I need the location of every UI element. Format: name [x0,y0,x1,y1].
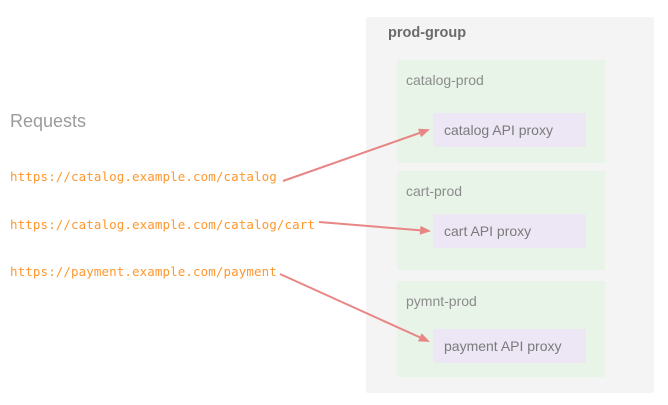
api-proxy-label: catalog API proxy [444,122,553,138]
environment-name: cart-prod [406,183,463,199]
request-url-catalog: https://catalog.example.com/catalog [10,169,277,184]
environment-name: catalog-prod [406,72,484,88]
environment-group-label: prod-group [388,25,467,41]
api-proxy-catalog: catalog API proxy [433,113,586,147]
environment-pymnt-prod: pymnt-prod payment API proxy [397,281,605,377]
api-proxy-label: payment API proxy [444,338,562,354]
api-proxy-cart: cart API proxy [433,214,586,248]
environment-group-box: prod-group catalog-prod catalog API prox… [366,17,654,393]
api-proxy-payment: payment API proxy [433,329,586,363]
environment-catalog-prod: catalog-prod catalog API proxy [397,60,605,163]
api-proxy-label: cart API proxy [444,223,532,239]
request-url-payment: https://payment.example.com/payment [10,264,277,279]
requests-title: Requests [10,111,87,131]
request-url-catalog-cart: https://catalog.example.com/catalog/cart [10,217,316,232]
environment-name: pymnt-prod [406,293,477,309]
environment-cart-prod: cart-prod cart API proxy [397,171,605,270]
